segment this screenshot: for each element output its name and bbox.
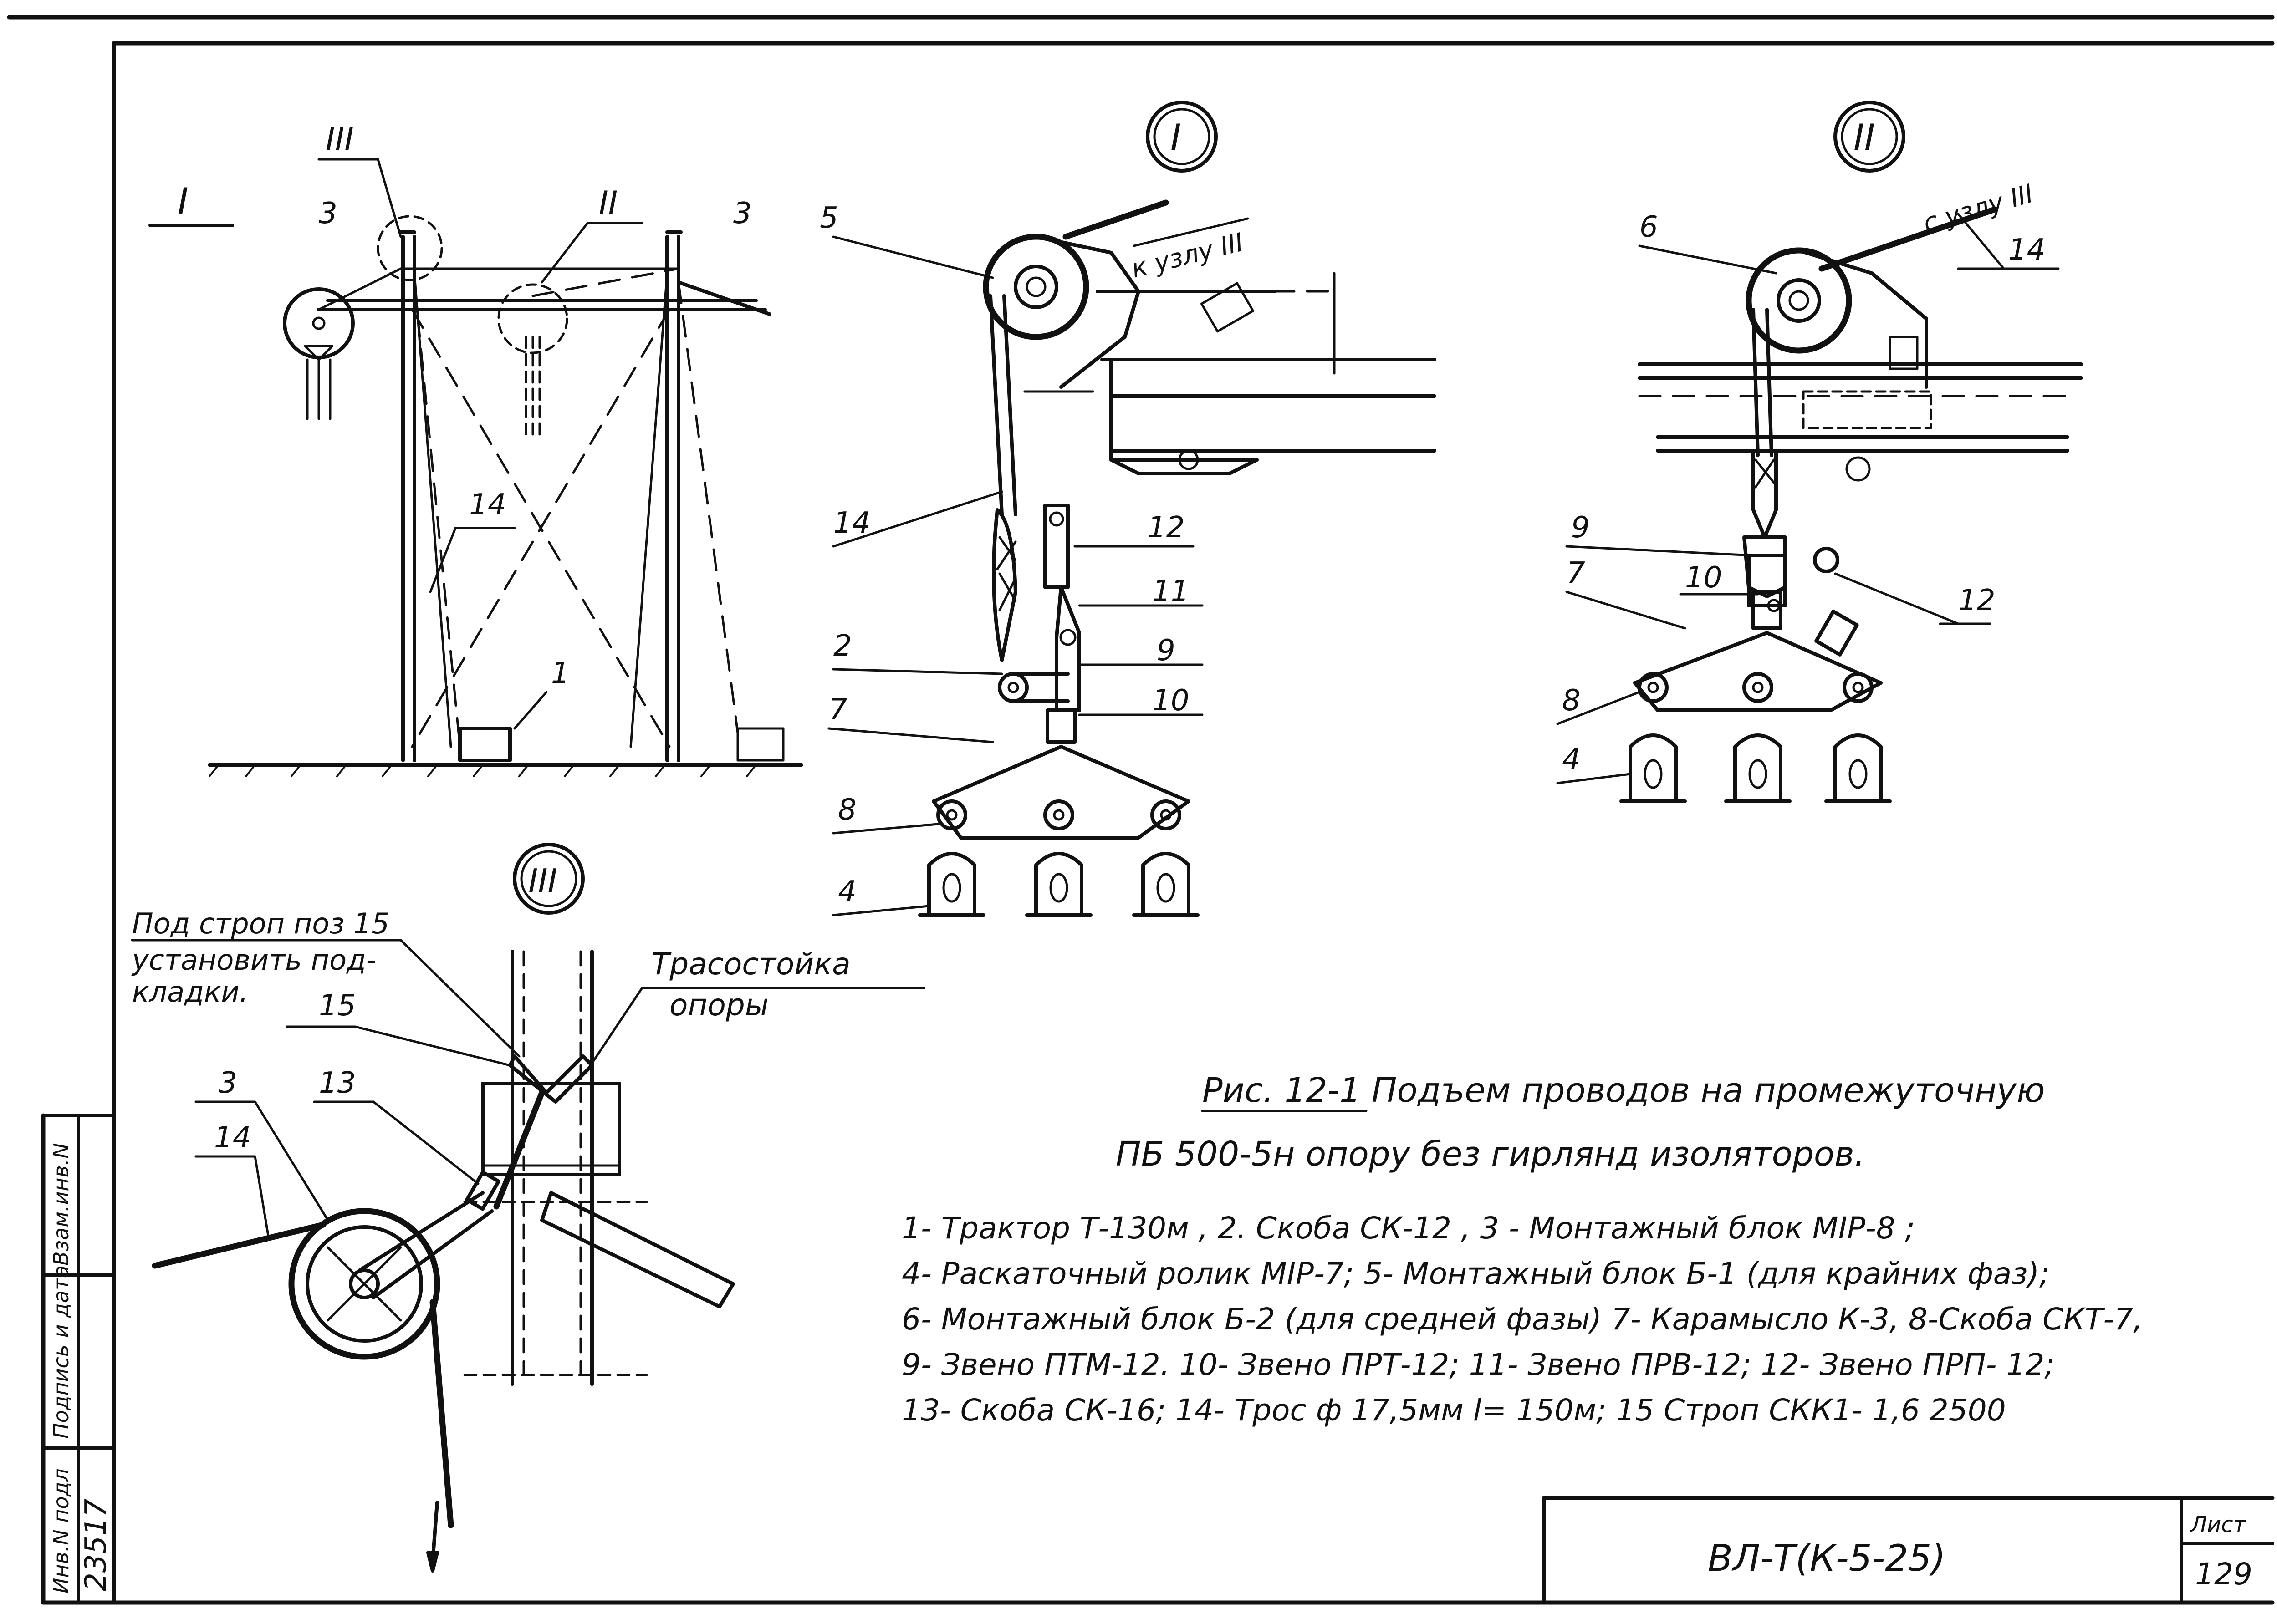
- node3-block-3: [288, 1208, 440, 1360]
- node2-ref-10: 10: [1685, 561, 1722, 595]
- stamp-cell-1: Инв.N подл: [49, 1468, 73, 1593]
- rollers-4-node2: [1619, 733, 1892, 803]
- node-1-detail: I к узлу III: [820, 101, 1436, 917]
- caption-line-1: Рис. 12-1 Подъем проводов на промежуточн…: [1202, 1071, 2045, 1110]
- overview-ref-14: 14: [469, 488, 506, 522]
- legend-line-2: 4- Раскаточный ролик МIР-7; 5- Монтажный…: [902, 1256, 2049, 1291]
- node2-ref-4: 4: [1562, 743, 1581, 777]
- block-5: [983, 234, 1089, 340]
- caption: Рис. 12-1 Подъем проводов на промежуточн…: [1116, 1071, 2045, 1174]
- legend-line-5: 13- Скоба СК-16; 14- Трос ф 17,5мм l= 15…: [902, 1393, 2006, 1428]
- node1-ref-9: 9: [1157, 634, 1175, 667]
- legend-line-3: 6- Монтажный блок Б-2 (для средней фазы)…: [902, 1302, 2143, 1337]
- node2-ref-8: 8: [1562, 684, 1581, 718]
- node3-ref-3: 3: [219, 1066, 237, 1100]
- ref-3-right: 3: [733, 197, 752, 230]
- title-block-sheet-number: 129: [2195, 1557, 2252, 1592]
- caption-line-2: ПБ 500-5н опору без гирлянд изоляторов.: [1116, 1135, 1865, 1174]
- legend-line-1: 1- Трактор Т-130м , 2. Скоба СК-12 , 3 -…: [902, 1211, 1915, 1246]
- node-3-note-2: установить под-: [131, 943, 376, 977]
- legend-line-4: 9- Звено ПТМ-12. 10- Звено ПРТ-12; 11- З…: [902, 1347, 2055, 1382]
- title-block: ВЛ-Т(К-5-25) Лист 129: [1542, 1496, 2275, 1605]
- node1-ref-14: 14: [833, 506, 870, 540]
- strop-15: [508, 1054, 594, 1104]
- node-2-label: II: [1853, 117, 1875, 159]
- title-block-code: ВЛ-Т(К-5-25): [1708, 1537, 1945, 1579]
- overview-tower: I III II 3 3: [148, 121, 803, 777]
- node-3-note-1: Под строп поз 15: [132, 907, 389, 940]
- node1-ref-4: 4: [838, 875, 857, 909]
- overview-ref-1: 1: [551, 657, 570, 690]
- node1-ref-8: 8: [838, 793, 857, 827]
- callout-node2-circle: [497, 283, 568, 354]
- node2-ref-14: 14: [2008, 233, 2045, 267]
- node-3-post-label-1: Трасостойка: [651, 947, 851, 982]
- node-3-label: III: [528, 862, 557, 900]
- stamp-number: 23517: [79, 1498, 113, 1591]
- node2-ref-12: 12: [1958, 584, 1995, 617]
- node2-ref-7: 7: [1567, 556, 1585, 590]
- side-stamp: Инв.N подл Подпись и дата Взам.инв.N 235…: [41, 1114, 116, 1604]
- node3-ref-14: 14: [214, 1121, 251, 1155]
- node-3-post-label-2: опоры: [669, 988, 769, 1023]
- callout-node3-circle: [377, 215, 443, 281]
- block-6: [1746, 247, 1852, 354]
- node-1-label: I: [1170, 117, 1181, 159]
- node-2-detail: II с узлу III: [1556, 101, 2083, 803]
- rollers-4: [918, 852, 1200, 917]
- overview-view-label: I: [178, 180, 189, 223]
- overview-block-3: [283, 287, 355, 359]
- node1-ref-7: 7: [829, 693, 847, 727]
- node2-ref-9: 9: [1571, 511, 1590, 545]
- node1-ref-12: 12: [1148, 511, 1184, 545]
- legend: 1- Трактор Т-130м , 2. Скоба СК-12 , 3 -…: [902, 1211, 2143, 1428]
- node-3-note-3: кладки.: [132, 975, 248, 1008]
- callout-node3-label: III: [326, 121, 354, 158]
- node1-ref-5: 5: [820, 201, 838, 235]
- node-3-detail: III Под строп поз 15 установить под- кла…: [131, 843, 926, 1573]
- node3-ref-13: 13: [319, 1066, 356, 1100]
- ref-3-left: 3: [319, 197, 337, 230]
- node1-ref-11: 11: [1152, 575, 1189, 608]
- title-block-sheet-label: Лист: [2190, 1512, 2247, 1537]
- node1-ref-10: 10: [1152, 684, 1189, 718]
- rope-14-clamp: [992, 508, 1017, 662]
- stamp-cell-2: Подпись и дата: [49, 1265, 73, 1439]
- callout-node2-label: II: [599, 184, 618, 222]
- node1-ref-2: 2: [833, 629, 852, 663]
- stamp-cell-3: Взам.инв.N: [49, 1143, 73, 1266]
- sheet-frame: [7, 15, 2275, 1605]
- node-1-rope-direction: к узлу III: [1128, 228, 1246, 284]
- node3-ref-15: 15: [319, 989, 356, 1023]
- node2-ref-6: 6: [1639, 210, 1658, 244]
- yoke-7: [932, 745, 1190, 840]
- tractor-1: [458, 727, 512, 762]
